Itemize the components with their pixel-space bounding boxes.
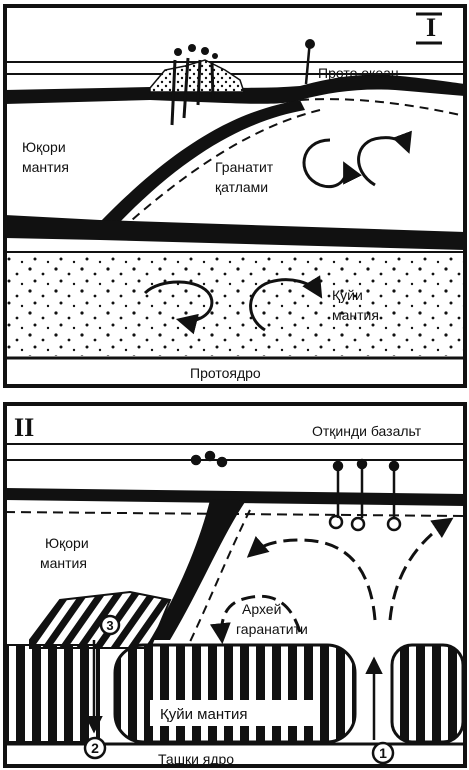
panel-1: I Прото океан Юқори мантия Гранатит қатл… (5, 6, 465, 386)
panel-2-lower-mantle-right (392, 645, 463, 742)
svg-text:2: 2 (91, 740, 99, 756)
panel-2-lower-mantle-left (7, 645, 99, 742)
label-lower-mantle-1b: мантия (332, 307, 379, 323)
svg-text:3: 3 (106, 618, 113, 633)
label-archean-garnet-a: Архей (242, 601, 281, 617)
marker-3: 3 (101, 616, 119, 634)
label-upper-mantle-2b: мантия (40, 555, 87, 571)
label-lower-mantle-2: Қуйи мантия (160, 706, 247, 723)
panel-1-lower-mantle (7, 254, 463, 356)
label-protocore: Протоядро (190, 365, 261, 381)
label-upper-mantle-1b: мантия (22, 159, 69, 175)
marker-2: 2 (85, 738, 105, 758)
panel-2-roman-numeral: II (14, 413, 34, 442)
label-proto-ocean: Прото океан (318, 65, 399, 81)
panel-2: 1 2 3 II Отқинди базальт Юқори мантия Ар… (5, 404, 465, 767)
label-garnet-layer-b: қатлами (215, 179, 268, 195)
label-erupted-basalt: Отқинди базальт (312, 423, 422, 439)
panel-1-roman-numeral: I (426, 13, 436, 42)
label-garnet-layer-a: Гранатит (215, 159, 274, 175)
label-lower-mantle-1a: Қуйи (332, 287, 363, 303)
marker-1: 1 (373, 743, 393, 763)
svg-text:1: 1 (379, 745, 387, 761)
label-archean-garnet-b: гаранатити (236, 621, 308, 637)
panel-2-lower-mantle-center (115, 645, 355, 742)
label-upper-mantle-2a: Юқори (45, 535, 89, 551)
label-outer-core: Ташқи ядро (158, 751, 234, 767)
label-upper-mantle-1a: Юқори (22, 139, 66, 155)
